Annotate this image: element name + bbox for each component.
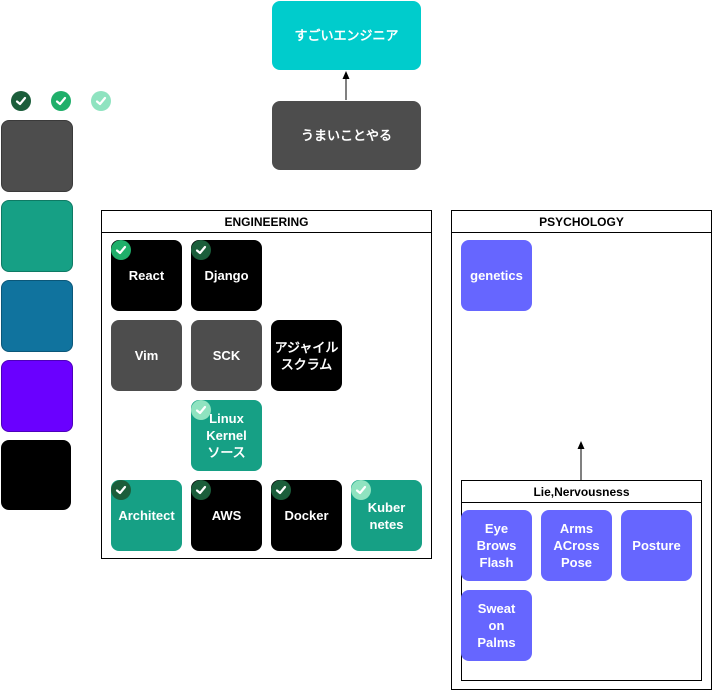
legend-swatch-blue[interactable] (1, 280, 73, 352)
legend-swatch-teal[interactable] (1, 200, 73, 272)
step-label: うまいことやる (300, 128, 392, 143)
legend-swatch-violet[interactable] (1, 360, 73, 432)
node-genetics[interactable]: genetics (461, 240, 532, 311)
node-react[interactable]: React (111, 240, 182, 311)
docker-check-icon (271, 480, 291, 500)
lie-nervousness-title: Lie,Nervousness (462, 481, 701, 503)
check-light-icon (91, 91, 111, 111)
legend-swatch-black[interactable] (1, 440, 71, 510)
node-vim[interactable]: Vim (111, 320, 182, 391)
architect-check-icon (111, 480, 131, 500)
node-eyebrows[interactable]: Eye Brows Flash (461, 510, 532, 581)
node-django[interactable]: Django (191, 240, 262, 311)
node-agile[interactable]: アジャイル スクラム (271, 320, 342, 391)
check-dark-icon (11, 91, 31, 111)
step-node[interactable]: うまいことやる (272, 101, 421, 170)
check-mid-icon (51, 91, 71, 111)
goal-label: すごいエンジニア (294, 28, 399, 43)
node-sck[interactable]: SCK (191, 320, 262, 391)
react-check-icon (111, 240, 131, 260)
engineering-title: ENGINEERING (102, 211, 431, 233)
django-check-icon (191, 240, 211, 260)
goal-node[interactable]: すごいエンジニア (272, 1, 421, 70)
linux-check-icon (191, 400, 211, 420)
arrow-step-to-goal[interactable] (342, 71, 350, 100)
node-posture[interactable]: Posture (621, 510, 692, 581)
legend-swatch-gray[interactable] (1, 120, 73, 192)
aws-check-icon (191, 480, 211, 500)
node-sweat[interactable]: Sweat on Palms (461, 590, 532, 661)
node-arms[interactable]: Arms ACross Pose (541, 510, 612, 581)
psychology-title: PSYCHOLOGY (452, 211, 711, 233)
arrow-lie-to-genetics[interactable] (577, 441, 585, 480)
kubernetes-check-icon (351, 480, 371, 500)
